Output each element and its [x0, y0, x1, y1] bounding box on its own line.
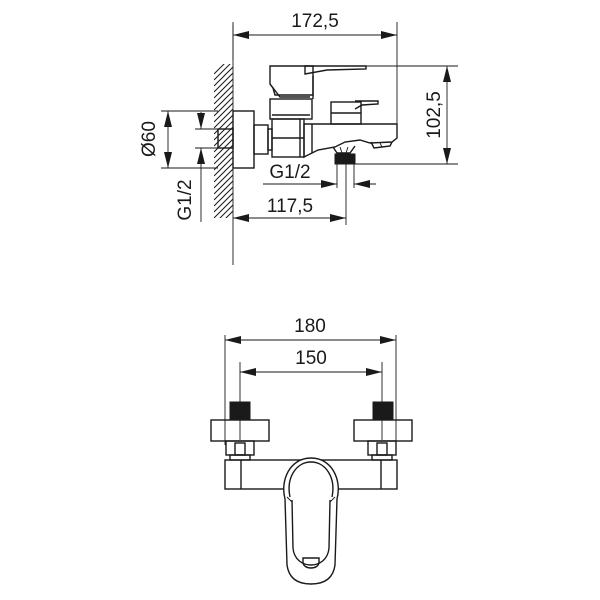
- diverter-lever: [354, 100, 379, 110]
- dimension-overall-height: 102,5: [424, 66, 451, 164]
- dim-180: 180: [294, 316, 326, 337]
- lever-housing: [269, 65, 314, 96]
- main-lever: [304, 65, 367, 75]
- outlet-thread: [334, 153, 356, 165]
- wall-hatch: [214, 25, 234, 265]
- dimension-inlet-thread: G1/2: [175, 112, 205, 222]
- dim-150: 150: [295, 348, 327, 369]
- side-view: 172,5 102,5 Ø60 G1/2: [139, 11, 458, 265]
- escutcheon: [232, 110, 255, 169]
- dim-g1-2-outlet: G1/2: [269, 162, 310, 183]
- dimension-overall-width: 180: [225, 316, 396, 344]
- dimension-outlet-distance: 117,5: [233, 196, 346, 222]
- dimension-overall-length: 172,5: [233, 11, 397, 39]
- dim-g1-2-inlet: G1/2: [175, 179, 196, 220]
- cartridge-housing: [269, 98, 313, 120]
- dimension-outlet-thread: G1/2: [263, 162, 376, 188]
- dim-102-5: 102,5: [424, 91, 445, 139]
- eccentric-connector: [253, 124, 269, 155]
- dim-172-5: 172,5: [291, 11, 339, 32]
- dimension-inlet-spacing: 150: [240, 348, 382, 376]
- dimension-mount-diameter: Ø60: [139, 111, 172, 168]
- right-inlet-connector: [353, 401, 413, 461]
- dim-diameter-60: Ø60: [139, 121, 160, 157]
- spout: [303, 123, 398, 159]
- lever-front: [283, 457, 339, 585]
- dim-117-5: 117,5: [267, 196, 313, 217]
- front-view: 180 150: [210, 316, 413, 585]
